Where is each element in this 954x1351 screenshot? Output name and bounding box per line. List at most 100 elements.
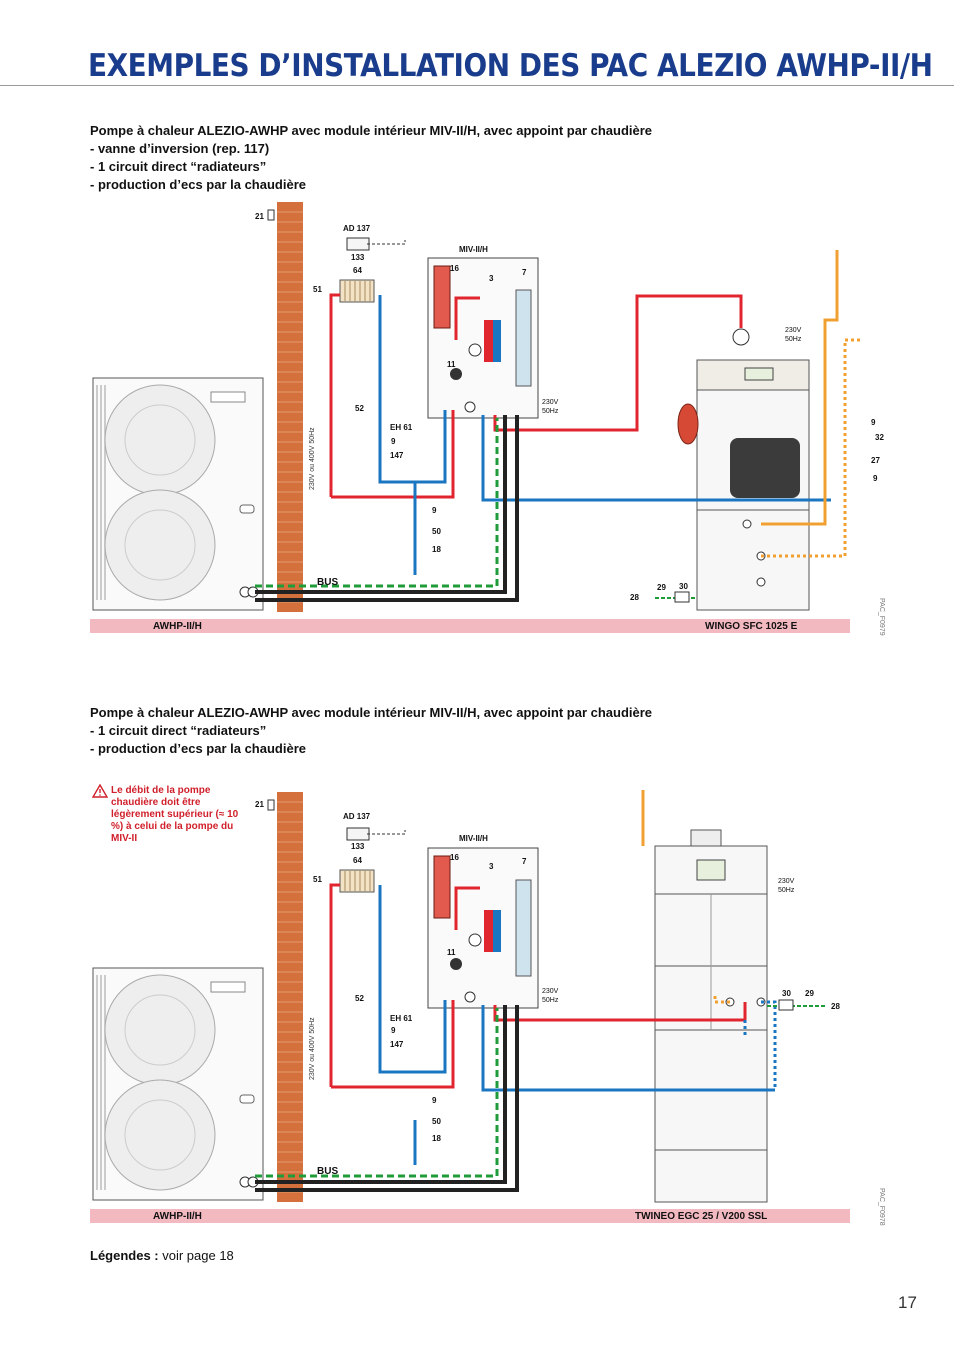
legend-label: Légendes : bbox=[90, 1248, 159, 1263]
label-9a: 9 bbox=[391, 437, 396, 446]
label-50hz-b: 50Hz bbox=[778, 887, 795, 894]
bus-cable bbox=[255, 1008, 499, 1178]
label-ad137: AD 137 bbox=[343, 812, 371, 821]
label-32: 32 bbox=[875, 433, 884, 442]
floor-line bbox=[90, 619, 850, 633]
label-29: 29 bbox=[805, 989, 814, 998]
boiler-unit-label: WINGO SFC 1025 E bbox=[705, 621, 798, 632]
caption-line: Pompe à chaleur ALEZIO-AWHP avec module … bbox=[90, 705, 653, 720]
indoor-module bbox=[427, 257, 539, 419]
label-7: 7 bbox=[522, 268, 527, 277]
pressure-reducer bbox=[778, 999, 794, 1011]
warning-text: Le débit de la pompe chaudière doit être… bbox=[111, 785, 239, 844]
page-title: EXEMPLES D’INSTALLATION DES PAC ALEZIO A… bbox=[88, 48, 933, 84]
dhw-hot bbox=[761, 250, 839, 526]
page-number: 17 bbox=[898, 1293, 917, 1312]
label-18: 18 bbox=[432, 1134, 441, 1143]
diagram1-schematic bbox=[92, 202, 861, 612]
label-51: 51 bbox=[313, 285, 322, 294]
label-52: 52 bbox=[355, 994, 364, 1003]
label-eh61: EH 61 bbox=[390, 1014, 413, 1023]
installation-diagram-1: AWHP-II/H WINGO SFC 1025 E PAC_F0979 230… bbox=[85, 200, 895, 640]
outdoor-unit bbox=[92, 967, 264, 1201]
label-miv: MIV-II/H bbox=[459, 245, 488, 254]
label-9a: 9 bbox=[391, 1026, 396, 1035]
label-27: 27 bbox=[871, 456, 880, 465]
label-30: 30 bbox=[679, 582, 688, 591]
label-7: 7 bbox=[522, 857, 527, 866]
label-9d: 9 bbox=[873, 474, 878, 483]
caption-line: Pompe à chaleur ALEZIO-AWHP avec module … bbox=[90, 123, 653, 138]
label-64: 64 bbox=[353, 266, 362, 275]
title-rule bbox=[0, 85, 954, 86]
installation-diagram-2: AWHP-II/H TWINEO EGC 25 / V200 SSL PAC_F… bbox=[85, 790, 895, 1230]
label-50: 50 bbox=[432, 1117, 441, 1126]
outdoor-sensor bbox=[267, 209, 275, 221]
label-50hz-b: 50Hz bbox=[785, 336, 802, 343]
diagram2-caption: Pompe à chaleur ALEZIO-AWHP avec module … bbox=[90, 704, 652, 758]
power-supply-label: 230V ou 400V 50Hz bbox=[309, 1017, 316, 1080]
warning-icon bbox=[92, 784, 108, 798]
caption-line: - 1 circuit direct “radiateurs” bbox=[90, 159, 267, 174]
room-thermostat bbox=[346, 827, 370, 841]
label-21: 21 bbox=[255, 800, 264, 809]
brick-wall bbox=[277, 792, 303, 1202]
outdoor-sensor bbox=[267, 799, 275, 811]
boiler-unit bbox=[677, 328, 810, 611]
legend-text: voir page 18 bbox=[158, 1248, 234, 1263]
label-133: 133 bbox=[351, 842, 365, 851]
outdoor-unit-label: AWHP-II/H bbox=[153, 1211, 202, 1222]
caption-line: - production d’ecs par la chaudière bbox=[90, 177, 306, 192]
legend: Légendes : voir page 18 bbox=[90, 1248, 234, 1263]
hot-pipes bbox=[329, 883, 747, 1089]
power-supply-label: 230V ou 400V 50Hz bbox=[309, 427, 316, 490]
room-thermostat bbox=[346, 237, 370, 251]
caption-line: - production d’ecs par la chaudière bbox=[90, 741, 306, 756]
diagram1-caption: Pompe à chaleur ALEZIO-AWHP avec module … bbox=[90, 122, 652, 194]
label-30: 30 bbox=[782, 989, 791, 998]
label-147: 147 bbox=[390, 1040, 404, 1049]
label-16: 16 bbox=[450, 853, 459, 862]
cold-pipes bbox=[378, 885, 775, 1165]
hot-pipes bbox=[329, 293, 743, 499]
label-28: 28 bbox=[831, 1002, 840, 1011]
heat-pump-link bbox=[255, 415, 519, 602]
label-28: 28 bbox=[630, 593, 639, 602]
label-11: 11 bbox=[447, 948, 456, 957]
label-52: 52 bbox=[355, 404, 364, 413]
label-230v-a: 230V bbox=[542, 988, 559, 995]
label-51: 51 bbox=[313, 875, 322, 884]
outdoor-unit bbox=[92, 377, 264, 611]
label-230v-a: 230V bbox=[542, 399, 559, 406]
label-eh61: EH 61 bbox=[390, 423, 413, 432]
label-16: 16 bbox=[450, 264, 459, 273]
dhw-cold bbox=[713, 995, 730, 1004]
label-147: 147 bbox=[390, 451, 404, 460]
bus-cable bbox=[255, 418, 499, 588]
label-29: 29 bbox=[657, 583, 666, 592]
label-11: 11 bbox=[447, 360, 456, 369]
floor-line bbox=[90, 1209, 850, 1223]
label-9c: 9 bbox=[871, 418, 876, 427]
label-bus: BUS bbox=[317, 577, 339, 588]
radiator bbox=[339, 279, 375, 303]
label-230v-b: 230V bbox=[785, 327, 802, 334]
label-50hz-a: 50Hz bbox=[542, 408, 559, 415]
label-9b: 9 bbox=[432, 506, 437, 515]
outdoor-unit-label: AWHP-II/H bbox=[153, 621, 202, 632]
label-ad137: AD 137 bbox=[343, 224, 371, 233]
pressure-reducer bbox=[674, 591, 690, 603]
caption-line: - vanne d’inversion (rep. 117) bbox=[90, 141, 270, 156]
boiler-unit-label: TWINEO EGC 25 / V200 SSL bbox=[635, 1211, 768, 1222]
label-50: 50 bbox=[432, 527, 441, 536]
boiler-flow bbox=[761, 1000, 777, 1090]
diagram2-schematic bbox=[92, 790, 825, 1203]
label-3: 3 bbox=[489, 862, 494, 871]
label-9b: 9 bbox=[432, 1096, 437, 1105]
figure-reference: PAC_F0979 bbox=[878, 598, 885, 636]
label-bus: BUS bbox=[317, 1166, 339, 1177]
figure-reference: PAC_F0978 bbox=[878, 1188, 885, 1226]
label-133: 133 bbox=[351, 253, 365, 262]
brick-wall bbox=[277, 202, 303, 612]
label-miv: MIV-II/H bbox=[459, 834, 488, 843]
